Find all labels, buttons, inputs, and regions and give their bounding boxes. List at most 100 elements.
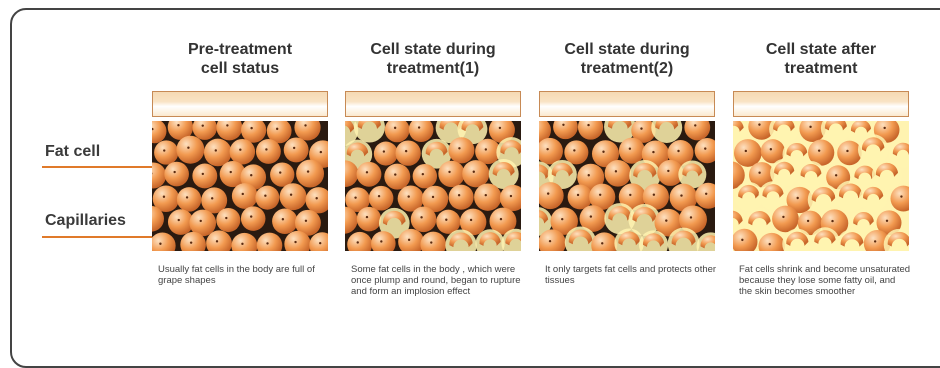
cell-nucleus (458, 147, 460, 149)
cell-nucleus (473, 171, 475, 173)
cell-nucleus (279, 171, 281, 173)
cell-nucleus (422, 173, 424, 175)
fat-cell (462, 160, 489, 187)
fat-tissue-illustration (152, 121, 328, 251)
cell-nucleus (241, 243, 243, 245)
cell-nucleus (690, 216, 692, 218)
cell-nucleus (587, 124, 589, 126)
fat-cell (734, 139, 762, 167)
fat-cell (256, 139, 281, 164)
cell-nucleus (653, 193, 655, 195)
cell-nucleus (319, 242, 321, 244)
cell-nucleus (430, 241, 432, 243)
cell-nucleus (293, 147, 295, 149)
stage-description: It only targets fat cells and protects o… (545, 264, 717, 286)
cell-nucleus (202, 173, 204, 175)
cell-nucleus (178, 219, 180, 221)
fat-cell (449, 185, 474, 210)
fat-cell (216, 208, 240, 232)
cell-nucleus (547, 192, 549, 194)
cell-nucleus (705, 193, 707, 195)
cell-nucleus (704, 147, 706, 149)
skin-layer (733, 91, 909, 117)
cell-nucleus (796, 197, 798, 199)
cell-nucleus (216, 240, 218, 242)
stage-title: Cell state duringtreatment(2) (525, 40, 729, 78)
cell-nucleus (741, 239, 743, 241)
fat-cell (384, 164, 410, 190)
cell-nucleus (173, 171, 175, 173)
cell-nucleus (225, 217, 227, 219)
cell-nucleus (215, 149, 217, 151)
cell-nucleus (226, 124, 228, 126)
cell-nucleus (418, 126, 420, 128)
cell-nucleus (211, 197, 213, 199)
cell-nucleus (357, 241, 359, 243)
cell-nucleus (500, 218, 502, 220)
cell-nucleus (665, 219, 667, 221)
cell-nucleus (383, 150, 385, 152)
cell-nucleus (874, 240, 876, 242)
cell-nucleus (276, 128, 278, 130)
cell-nucleus (380, 240, 382, 242)
cell-nucleus (809, 126, 811, 128)
cell-nucleus (307, 170, 309, 172)
fat-tissue-illustration (733, 121, 909, 251)
cell-nucleus (577, 194, 579, 196)
cell-nucleus (886, 220, 888, 222)
cell-nucleus (407, 195, 409, 197)
cell-nucleus (378, 195, 380, 197)
cell-nucleus (615, 170, 617, 172)
cell-nucleus (677, 150, 679, 152)
cell-nucleus (470, 219, 472, 221)
cell-nucleus (282, 218, 284, 220)
cell-nucleus (818, 149, 820, 151)
cell-nucleus (694, 124, 696, 126)
cell-nucleus (405, 150, 407, 152)
cell-nucleus (445, 219, 447, 221)
fat-cell (413, 164, 437, 188)
cell-nucleus (420, 216, 422, 218)
fat-cell (272, 208, 298, 234)
cell-nucleus (835, 174, 837, 176)
fat-cell (192, 164, 217, 189)
fat-cell (284, 137, 309, 162)
fat-cell (176, 136, 204, 164)
stage-description: Fat cells shrink and become unsaturated … (739, 264, 911, 297)
cell-nucleus (186, 196, 188, 198)
cell-nucleus (266, 242, 268, 244)
stage-description: Some fat cells in the body , which were … (351, 264, 523, 297)
skin-layer (345, 91, 521, 117)
cell-nucleus (485, 194, 487, 196)
cell-nucleus (304, 124, 306, 126)
fat-cell (395, 140, 420, 165)
cell-nucleus (163, 149, 165, 151)
cell-nucleus (667, 170, 669, 172)
cell-nucleus (200, 220, 202, 222)
fat-cell-pointer-line (42, 166, 154, 168)
cell-nucleus (458, 194, 460, 196)
cell-nucleus (510, 195, 512, 197)
fat-cell (374, 142, 398, 166)
cell-nucleus (807, 220, 809, 222)
fat-cell (177, 187, 201, 211)
cell-nucleus (640, 127, 642, 129)
cell-nucleus (758, 123, 760, 125)
cell-nucleus (758, 172, 760, 174)
fat-cell (280, 183, 307, 210)
fat-cell (568, 185, 593, 210)
cell-nucleus (366, 171, 368, 173)
cell-nucleus (485, 148, 487, 150)
cell-nucleus (549, 240, 551, 242)
fat-cell (270, 162, 294, 186)
stage-title: Pre-treatmentcell status (138, 40, 342, 78)
cell-nucleus (590, 215, 592, 217)
fat-cell (411, 207, 437, 233)
cell-nucleus (177, 124, 179, 126)
cell-nucleus (745, 150, 747, 152)
fat-cell (241, 206, 266, 231)
cell-nucleus (408, 239, 410, 241)
cell-nucleus (769, 243, 771, 245)
cell-nucleus (680, 194, 682, 196)
cell-nucleus (448, 171, 450, 173)
